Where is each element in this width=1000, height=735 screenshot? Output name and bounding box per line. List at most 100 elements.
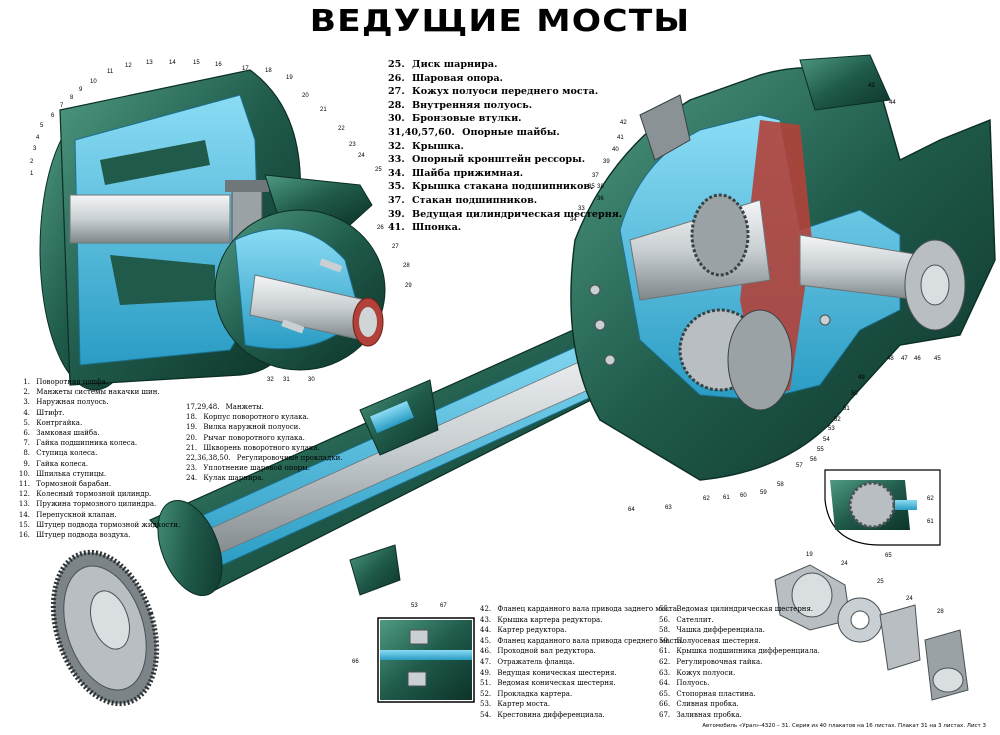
legend-item-number: 53. [480, 700, 492, 709]
legend-item-number: 49. [480, 668, 492, 677]
legend-item: 41. Шпонка. [388, 221, 622, 235]
callout-46: 46 [914, 356, 921, 362]
callout-62: 62 [703, 496, 710, 502]
legend-item-number: 54. [480, 710, 492, 719]
legend-item: 22,36,38,50. Регулировочные прокладки. [186, 453, 343, 463]
callout-40: 40 [612, 147, 619, 153]
legend-item-text: Перепускной клапан. [36, 510, 117, 519]
legend-item: 51. Ведомая коническая шестерня. [480, 678, 684, 689]
callout-64: 64 [628, 507, 635, 513]
callout-59: 59 [760, 490, 767, 496]
callout-37: 37 [592, 173, 599, 179]
legend-item: 26. Шаровая опора. [388, 72, 622, 86]
legend-item: 9. Гайка колеса. [16, 459, 180, 469]
legend-item-text: Чашка дифференциала. [676, 626, 765, 635]
legend-item-number: 20. [186, 433, 198, 442]
legend-item-number: 62. [659, 657, 671, 666]
callout-6: 6 [51, 113, 55, 119]
callout-32: 32 [267, 377, 274, 383]
legend-item-text: Тормозной барабан. [36, 480, 112, 489]
callout-54: 54 [823, 437, 830, 443]
legend-top: 25. Диск шарнира.26. Шаровая опора.27. К… [388, 58, 622, 235]
legend-item-number: 42. [480, 605, 492, 613]
legend-item-number: 14. [18, 510, 30, 519]
callout-8: 8 [70, 95, 74, 101]
legend-item: 3. Наружная полуось. [16, 397, 180, 407]
callout-49: 49 [858, 375, 865, 381]
legend-item-text: Вилка наружной полуоси. [203, 423, 301, 432]
inset-drain-plug [377, 617, 475, 703]
callout-47: 47 [901, 356, 908, 362]
legend-item-text: Штифт. [36, 408, 65, 417]
legend-item-number: 4. [23, 408, 30, 417]
callout-11: 11 [107, 69, 114, 75]
callout-48: 48 [887, 356, 894, 362]
legend-item-number: 6. [23, 429, 30, 438]
legend-item-number: 45. [480, 636, 492, 645]
legend-item-text: Кожух полуоси переднего моста. [412, 86, 599, 98]
legend-item-text: Полуось. [676, 679, 710, 688]
legend-item-text: Стопорная пластина. [676, 689, 756, 698]
legend-item-number: 21. [186, 443, 198, 452]
callout-23: 23 [349, 142, 356, 148]
legend-item-text: Крышка подшипника дифференциала. [676, 647, 820, 656]
legend-item: 6. Замковая шайба. [16, 428, 180, 438]
legend-item-number: 61. [659, 647, 671, 656]
legend-item: 27. Кожух полуоси переднего моста. [388, 85, 622, 99]
legend-item-number: 56. [659, 615, 671, 624]
callout-27: 27 [392, 244, 399, 250]
legend-item: 11. Тормозной барабан. [16, 479, 180, 489]
legend-item-text: Отражатель фланца. [497, 657, 575, 666]
callout-plug-66: 66 [352, 659, 359, 665]
legend-item-text: Шпилька ступицы. [36, 469, 107, 478]
callout-53: 53 [828, 426, 835, 432]
legend-item: 49. Ведущая коническая шестерня. [480, 668, 684, 679]
legend-item-text: Внутренняя полуось. [412, 99, 533, 111]
legend-item-number: 10. [18, 469, 30, 478]
legend-item-text: Крестовина дифференциала. [497, 710, 605, 719]
legend-item: 37. Стакан подшипников. [388, 194, 622, 208]
legend-bottom-right: 55. Ведомая цилиндрическая шестерня.56. … [659, 604, 820, 721]
callout-5: 5 [40, 123, 44, 129]
legend-item: 31,40,57,60. Опорные шайбы. [388, 126, 622, 140]
legend-item-text: Манжеты системы накачки шин. [36, 388, 160, 397]
legend-item-number: 52. [480, 689, 492, 698]
legend-item-number: 63. [659, 668, 671, 677]
callout-bearing-61: 61 [927, 519, 934, 525]
callout-7: 7 [60, 103, 64, 109]
callout-50: 50 [851, 391, 858, 397]
callout-51: 51 [843, 406, 850, 412]
legend-item-text: Ведущая коническая шестерня. [497, 668, 617, 677]
legend-item-number: 26. [388, 72, 405, 84]
toothed-wheel [50, 549, 160, 707]
legend-item-number: 55. [659, 605, 671, 613]
legend-item-number: 17,29,48. [186, 403, 220, 411]
legend-item-number: 58. [659, 626, 671, 635]
callout-joint-25: 25 [877, 579, 884, 585]
legend-item-text: Регулировочная гайка. [676, 657, 763, 666]
legend-item: 46. Проходной вал редуктора. [480, 646, 684, 657]
legend-item-number: 1. [23, 378, 30, 386]
callout-10: 10 [90, 79, 97, 85]
legend-item: 13. Пружина тормозного цилиндра. [16, 499, 180, 509]
legend-item-text: Рычаг поворотного кулака. [203, 433, 305, 442]
callout-19: 19 [286, 75, 293, 81]
callout-52: 52 [834, 417, 841, 423]
legend-item: 55. Ведомая цилиндрическая шестерня. [659, 604, 820, 615]
legend-item-number: 27. [388, 86, 405, 98]
callout-3: 3 [33, 146, 37, 152]
legend-item-number: 64. [659, 679, 671, 688]
callout-plug-67: 67 [440, 603, 447, 609]
legend-item: 61. Крышка подшипника дифференциала. [659, 646, 820, 657]
poster-title: ВЕДУЩИЕ МОСТЫ [309, 4, 691, 39]
legend-item-text: Шкворень поворотного кулака. [203, 443, 320, 452]
legend-item-text: Ведущая цилиндрическая шестерня. [412, 208, 623, 220]
legend-item: 4. Штифт. [16, 408, 180, 418]
callout-60: 60 [740, 493, 747, 499]
callout-45: 45 [934, 356, 941, 362]
callout-30: 30 [308, 377, 315, 383]
callout-33: 33 [578, 206, 585, 212]
callouts-gearbox: 33 34 35 36 37 38 39 40 41 42 43 44 45 4… [570, 83, 941, 513]
legend-item: 62. Регулировочная гайка. [659, 657, 820, 668]
callout-17: 17 [242, 66, 249, 72]
